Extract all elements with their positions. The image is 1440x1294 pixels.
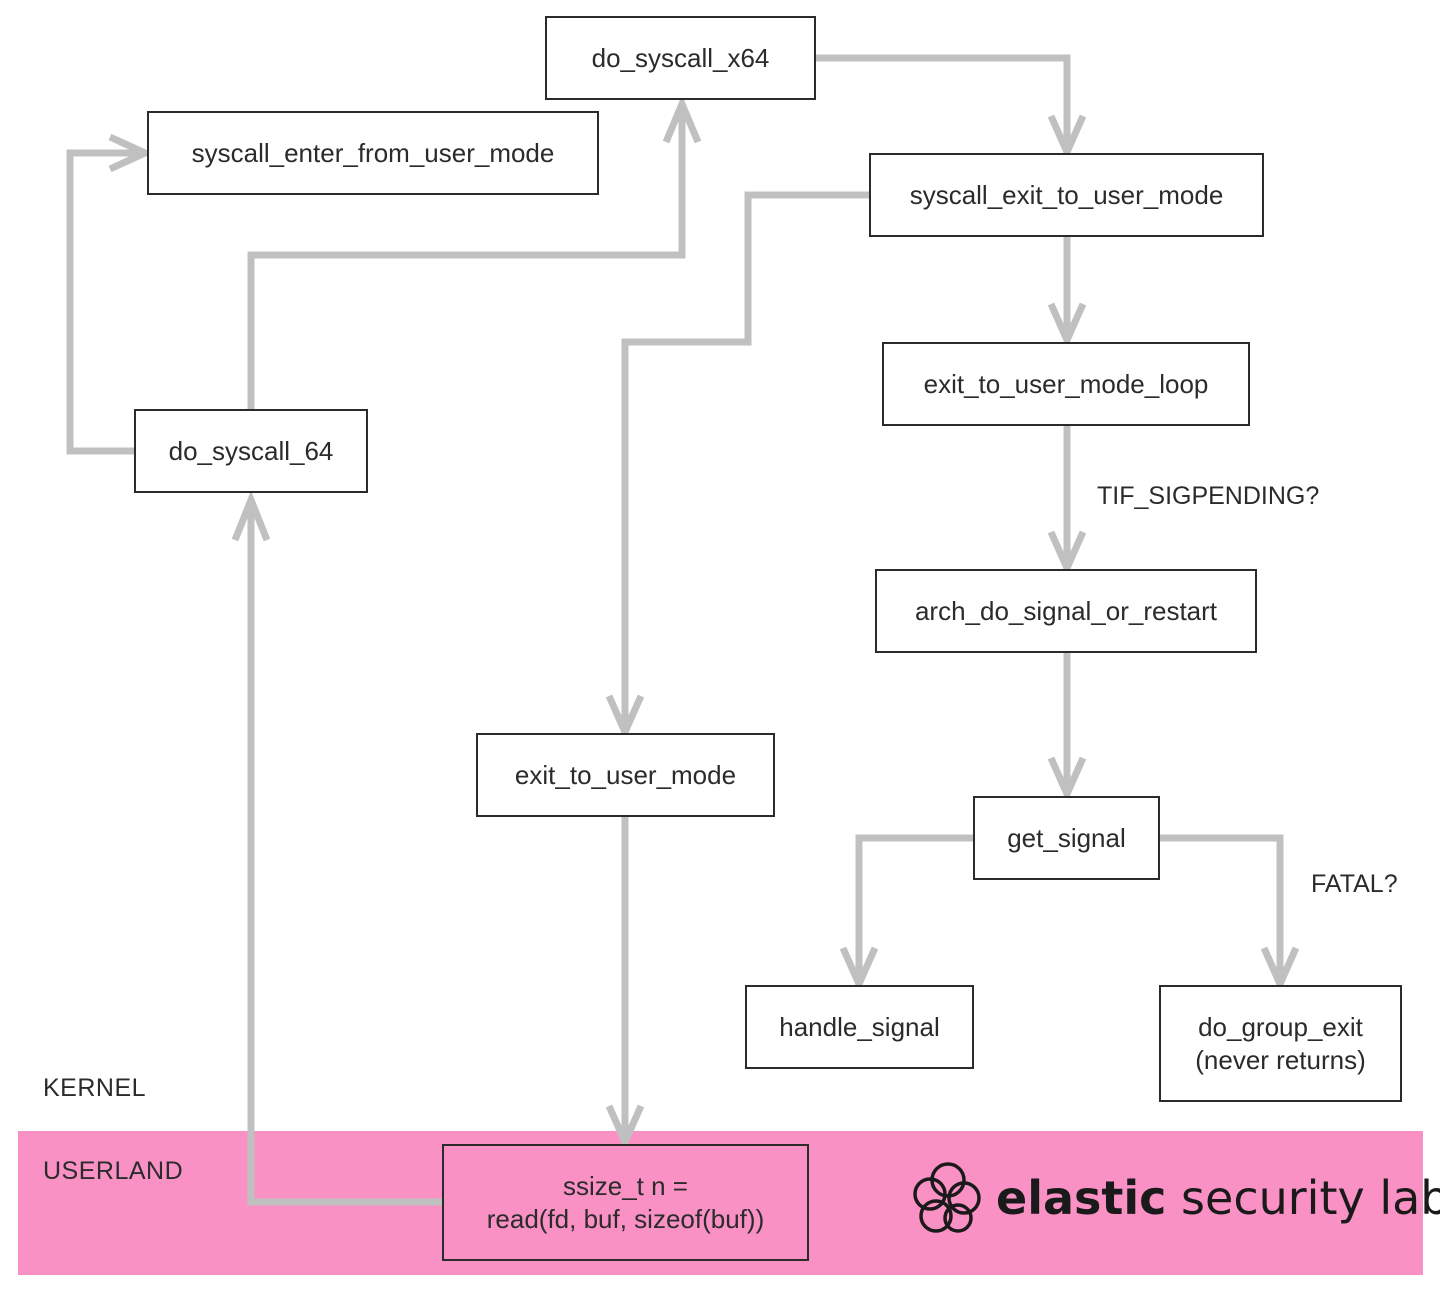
node-do-syscall-64: do_syscall_64 [134, 409, 368, 493]
elastic-security-labs-logo: elastic security labs [910, 1158, 1440, 1238]
node-handle-signal: handle_signal [745, 985, 974, 1069]
node-exit-to-user-mode-loop: exit_to_user_mode_loop [882, 342, 1250, 426]
node-syscall-exit-to-user-mode: syscall_exit_to_user_mode [869, 153, 1264, 237]
node-read-call: ssize_t n = read(fd, buf, sizeof(buf)) [442, 1144, 809, 1261]
arrowhead-do-syscall-64 [231, 490, 271, 542]
arrowhead-arch [1047, 530, 1087, 577]
edge-get-signal-to-group-exit [1160, 834, 1284, 978]
edge-read-to-do-syscall-64 [247, 510, 442, 1206]
logo-brand: elastic [996, 1171, 1167, 1225]
arrowhead-group-exit [1260, 946, 1300, 993]
edge-do-syscall-64-to-enter [66, 149, 140, 455]
condition-tif-sigpending: TIF_SIGPENDING? [1097, 482, 1320, 510]
userland-zone-label: USERLAND [43, 1157, 184, 1185]
edge-exit-to-exit-to-user-mode [621, 191, 869, 726]
kernel-zone-label: KERNEL [43, 1074, 147, 1102]
node-do-group-exit: do_group_exit (never returns) [1159, 985, 1402, 1102]
node-syscall-enter-from-user-mode: syscall_enter_from_user_mode [147, 111, 599, 195]
arrowhead-read [605, 1104, 645, 1151]
arrowhead-x64 [662, 94, 702, 144]
node-exit-to-user-mode: exit_to_user_mode [476, 733, 775, 817]
edge-get-signal-to-handle [855, 834, 973, 978]
condition-fatal: FATAL? [1311, 870, 1398, 898]
node-arch-do-signal-or-restart: arch_do_signal_or_restart [875, 569, 1257, 653]
arrowhead-exit-to-user-mode [605, 694, 645, 741]
node-get-signal: get_signal [973, 796, 1160, 880]
arrowhead-enter [108, 133, 154, 173]
logo-product: security labs [1181, 1171, 1440, 1225]
elastic-logo-icon [913, 1162, 981, 1233]
edge-do-syscall-64-to-x64 [247, 112, 686, 410]
arrowhead-syscall-exit [1047, 114, 1087, 161]
arrowhead-loop [1047, 302, 1087, 349]
logo-text: elastic security labs [996, 1171, 1440, 1225]
arrowhead-get-signal [1047, 756, 1087, 803]
node-do-syscall-x64: do_syscall_x64 [545, 16, 816, 100]
edge-x64-to-exit [816, 54, 1071, 146]
arrowhead-handle [839, 946, 879, 993]
